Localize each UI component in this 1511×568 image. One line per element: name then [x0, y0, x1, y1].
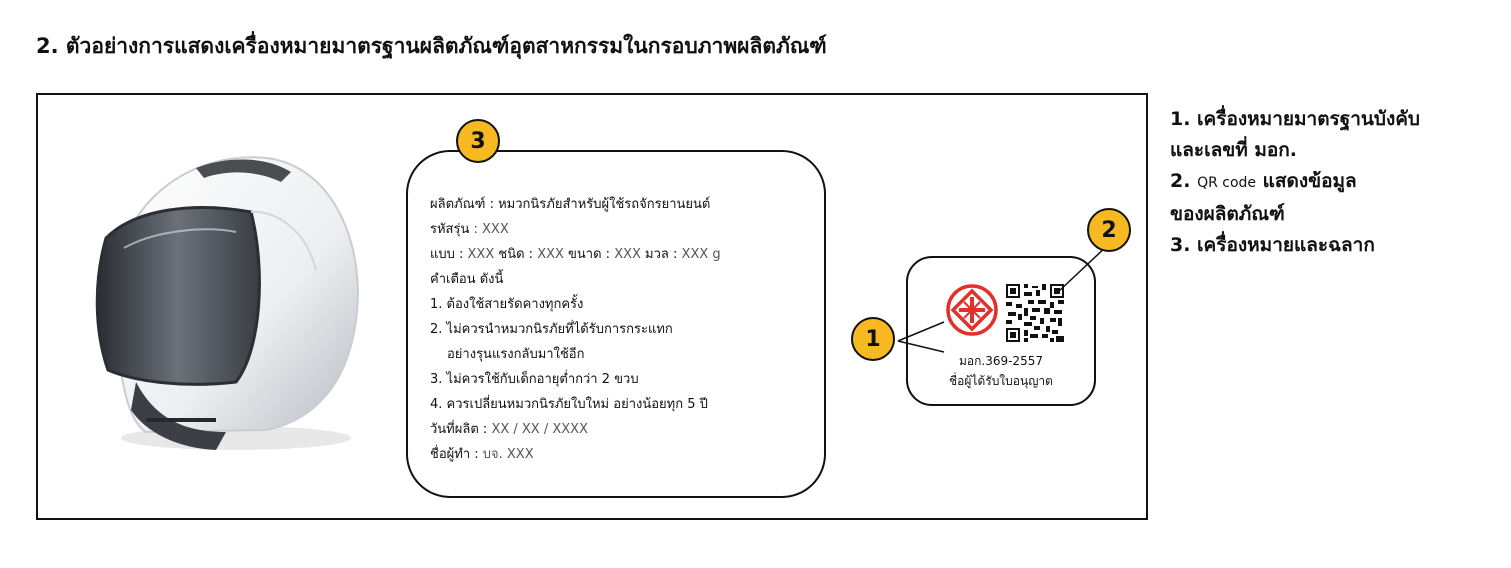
- callout-badge-2: 2: [1087, 208, 1131, 252]
- helmet-image: [95, 156, 359, 450]
- warning-item: 1. ต้องใช้สายรัดคางทุกครั้ง: [430, 297, 584, 312]
- model-line: รหัสรุ่น : XXX: [430, 222, 509, 237]
- callout-badge-1: 1: [851, 317, 895, 361]
- product-frame: [36, 93, 1148, 520]
- maker-line: ชื่อผู้ทำ : บจ. XXX: [430, 447, 534, 462]
- legend-item-2-cont: ของผลิตภัณฑ์: [1170, 203, 1285, 225]
- standard-number: มอก.369-2557: [959, 354, 1043, 368]
- standard-mark-box: มอก.369-2557 ชื่อผู้ได้รับใบอนุญาต: [906, 256, 1096, 406]
- page-heading: 2. ตัวอย่างการแสดงเครื่องหมายมาตรฐานผลิต…: [36, 34, 827, 58]
- warning-item: 4. ควรเปลี่ยนหมวกนิรภัยใบใหม่ อย่างน้อยท…: [430, 397, 708, 412]
- legend-item-1: 1. เครื่องหมายมาตรฐานบังคับ: [1170, 108, 1420, 130]
- manufacture-date-line: วันที่ผลิต : XX / XX / XXXX: [430, 422, 588, 437]
- product-label-box: ผลิตภัณฑ์ : หมวกนิรภัยสำหรับผู้ใช้รถจักร…: [406, 150, 826, 498]
- callout-badge-3: 3: [456, 119, 500, 163]
- legend-item-1-cont: และเลขที่ มอก.: [1170, 139, 1298, 161]
- legend-item-3: 3. เครื่องหมายและฉลาก: [1170, 234, 1375, 256]
- qr-code-icon: [1006, 284, 1064, 342]
- legend: 1. เครื่องหมายมาตรฐานบังคับ และเลขที่ มอ…: [1170, 104, 1500, 261]
- warning-item-continued: อย่างรุนแรงกลับมาใช้อีก: [447, 347, 585, 362]
- product-line: ผลิตภัณฑ์ : หมวกนิรภัยสำหรับผู้ใช้รถจักร…: [430, 197, 711, 212]
- warning-title: คำเตือน ดังนี้: [430, 272, 504, 287]
- legend-item-2: 2. QR code แสดงข้อมูล: [1170, 170, 1357, 192]
- warning-item: 2. ไม่ควรนำหมวกนิรภัยที่ได้รับการกระแทก: [430, 322, 673, 337]
- licensee-name: ชื่อผู้ได้รับใบอนุญาต: [949, 374, 1053, 388]
- tis-standard-logo-icon: [946, 284, 998, 336]
- spec-line: แบบ : XXX ชนิด : XXX ขนาด : XXX มวล : XX…: [430, 247, 721, 262]
- warning-item: 3. ไม่ควรใช้กับเด็กอายุต่ำกว่า 2 ขวบ: [430, 372, 639, 387]
